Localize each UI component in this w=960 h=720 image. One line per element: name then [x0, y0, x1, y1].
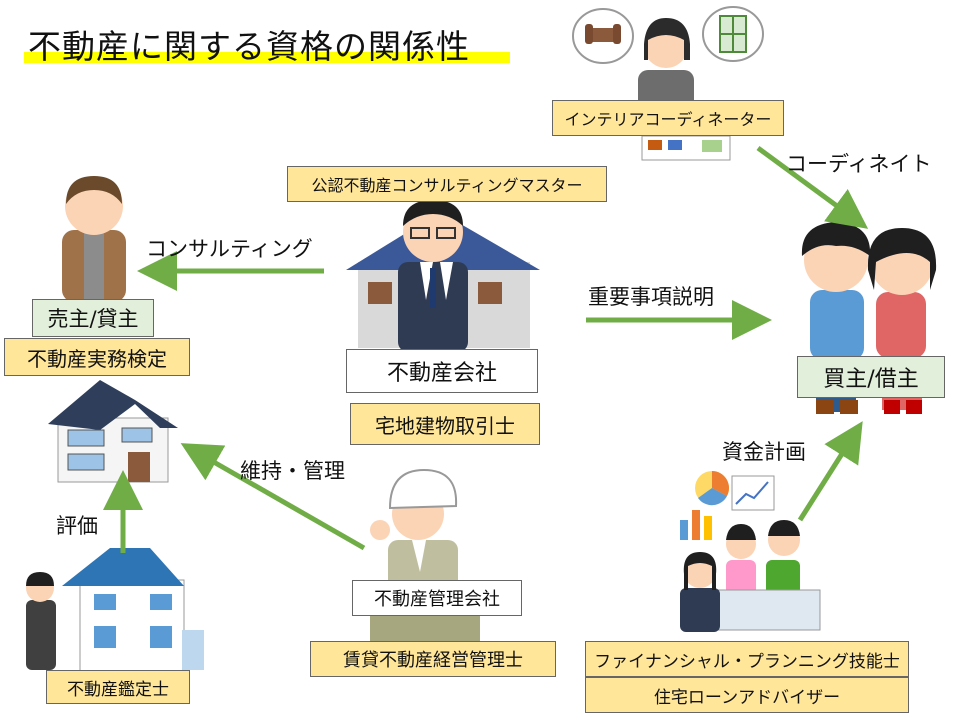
- node-buyer: 買主/借主: [797, 356, 945, 398]
- edge-label-valuation: 評価: [56, 514, 98, 538]
- node-real-estate-company: 不動産会社: [346, 349, 538, 393]
- node-consulting-master: 公認不動産コンサルティングマスター: [287, 166, 607, 202]
- node-management-company: 不動産管理会社: [352, 580, 522, 616]
- title-highlight: [24, 52, 510, 63]
- page-title: 不動産に関する資格の関係性: [28, 27, 470, 66]
- node-takken: 宅地建物取引士: [350, 403, 540, 445]
- node-chintai: 賃貸不動産経営管理士: [310, 641, 556, 677]
- arrow-coordinate: [756, 145, 869, 229]
- node-interior-coordinator: インテリアコーディネーター: [552, 100, 784, 136]
- edge-label-coordinate: コーディネイト: [786, 152, 932, 176]
- node-jitsumu: 不動産実務検定: [4, 338, 190, 376]
- arrow-funding: [797, 421, 863, 522]
- edge-label-consulting: コンサルティング: [146, 237, 313, 261]
- appraiser-illustration: [26, 548, 204, 681]
- interior-coordinator-illustration: [572, 6, 764, 161]
- node-fp: ファイナンシャル・プランニング技能士: [585, 641, 909, 677]
- edge-label-explanation: 重要事項説明: [588, 285, 714, 309]
- edge-label-funding: 資金計画: [722, 440, 806, 464]
- node-seller: 売主/貸主: [32, 299, 154, 337]
- fp-consultation-illustration: [680, 471, 821, 632]
- manager-illustration: [370, 468, 480, 642]
- seller-illustration: [62, 176, 126, 302]
- arrow-maintenance: [180, 443, 366, 551]
- node-appraiser: 不動産鑑定士: [46, 670, 190, 704]
- edge-label-maintenance: 維持・管理: [240, 459, 345, 483]
- house-illustration: [48, 380, 178, 483]
- node-loan-advisor: 住宅ローンアドバイザー: [585, 677, 909, 713]
- real-estate-company-illustration: [346, 200, 540, 352]
